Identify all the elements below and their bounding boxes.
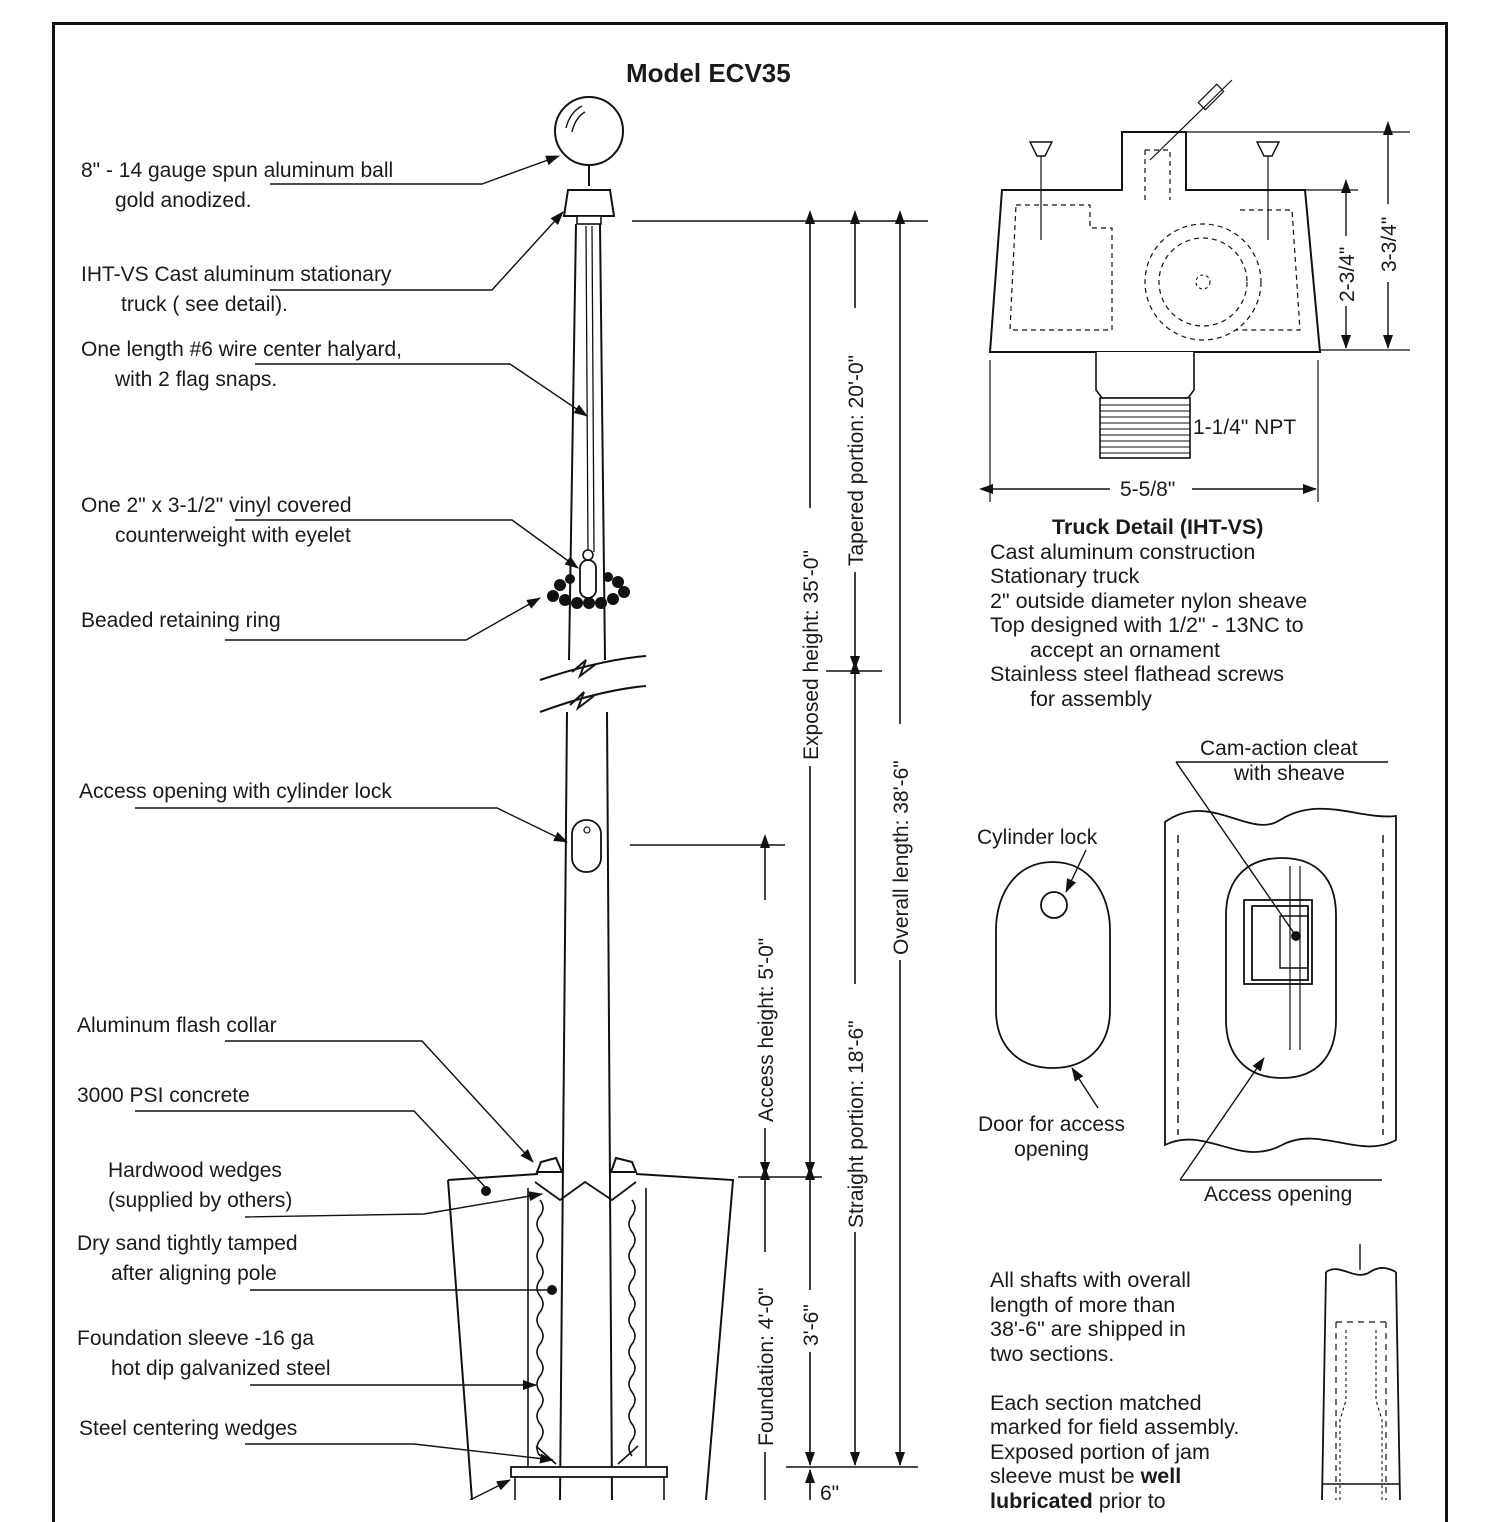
truck-thread-label: 1-1/4" NPT (1193, 416, 1296, 439)
concrete-block (447, 1173, 735, 1500)
door-label: Door for access opening (978, 1112, 1125, 1162)
callout-centering: Steel centering wedges (79, 1417, 298, 1440)
callout-ring: Beaded retaining ring (81, 609, 281, 632)
dim-base-label: 6" (820, 1482, 839, 1500)
callout-halyard-line2: with 2 flag snaps. (115, 368, 278, 391)
shaft-note-bold: well (1140, 1464, 1182, 1488)
cleat-label-line1: Cam-action cleat (1200, 737, 1358, 760)
callout-halyard-line1: One length #6 wire center halyard, (81, 338, 403, 361)
callout-sand: Dry sand tightly tamped after aligning p… (77, 1229, 298, 1289)
truck-detail-line: accept an ornament (1030, 637, 1221, 662)
dim-overall-label: Overall length: 38'-6" (890, 760, 913, 955)
callout-wedges: Hardwood wedges (supplied by others) (108, 1156, 292, 1216)
truck-detail-line: Top designed with 1/2" - 13NC to (990, 613, 1304, 637)
access-opening-label: Access opening (1204, 1183, 1353, 1206)
page-title: Model ECV35 (626, 58, 791, 88)
callout-truck-line2: truck ( see detail). (121, 293, 288, 316)
callout-wedges-line2: (supplied by others) (108, 1189, 293, 1212)
shaft-note-line: All shafts with overall (990, 1268, 1191, 1292)
truck-width-label: 5-5/8" (1120, 478, 1175, 501)
callout-sleeve-line1: Foundation sleeve -16 ga (77, 1327, 314, 1350)
cleat-detail-drawing (1164, 761, 1397, 1181)
cylinder-lock-label: Cylinder lock (977, 826, 1098, 849)
shaft-note-line: 38'-6" are shipped in (990, 1317, 1186, 1341)
callout-sand-line1: Dry sand tightly tamped (77, 1232, 298, 1255)
shaft-note-plain: sleeve must be (990, 1464, 1141, 1488)
door-label-line2: opening (1014, 1138, 1089, 1161)
callout-counterweight-line2: counterweight with eyelet (115, 524, 351, 547)
truck-dim-outer-label: 3-3/4" (1378, 217, 1401, 272)
jam-sleeve-drawing (1321, 1244, 1401, 1500)
drawing-frame (52, 22, 1448, 1522)
truck-detail-text: Truck Detail (IHT-VS) Cast aluminum cons… (990, 515, 1307, 711)
callout-sleeve: Foundation sleeve -16 ga hot dip galvani… (77, 1324, 331, 1384)
pole-left-edge-upper (568, 223, 577, 661)
cleat-label-line2: with sheave (1234, 762, 1345, 785)
truck-detail-line: Stainless steel flathead screws (990, 662, 1284, 686)
callout-truck-line1: IHT-VS Cast aluminum stationary (81, 263, 392, 286)
truck-detail-line: Cast aluminum construction (990, 539, 1256, 564)
shaft-note-line: lubricated prior to (990, 1489, 1239, 1514)
callout-ball-line1: 8" - 14 gauge spun aluminum ball (81, 159, 394, 182)
dim-foundation-label: Foundation: 4'-0" (755, 1287, 778, 1446)
dim-sleeve-depth-label: 3'-6" (800, 1304, 823, 1346)
door-label-line1: Door for access (978, 1113, 1126, 1136)
cleat-label: Cam-action cleat with sheave (1200, 736, 1358, 786)
truck-dim-inner-label: 2-3/4" (1336, 247, 1359, 302)
dim-straight-label: Straight portion: 18'-6" (845, 1020, 868, 1228)
dim-exposed-label: Exposed height: 35'-0" (800, 550, 823, 760)
shaft-note-line: Exposed portion of jam (990, 1439, 1210, 1464)
callout-collar: Aluminum flash collar (77, 1014, 277, 1037)
shaft-note-line: marked for field assembly. (990, 1415, 1240, 1439)
dim-access-height-label: Access height: 5'-0" (755, 938, 778, 1122)
shaft-note-line: two sections. (990, 1341, 1115, 1366)
shaft-note-plain: prior to (1092, 1488, 1166, 1513)
callout-counterweight-line1: One 2" x 3-1/2" vinyl covered (81, 494, 352, 517)
callout-sand-line2: after aligning pole (111, 1262, 277, 1285)
callout-concrete: 3000 PSI concrete (77, 1084, 250, 1107)
shaft-note-line: length of more than (990, 1292, 1176, 1317)
callout-ball: 8" - 14 gauge spun aluminum ball gold an… (81, 156, 393, 216)
truck-on-pole (562, 189, 616, 217)
ball-ornament (554, 96, 624, 166)
callout-wedges-line1: Hardwood wedges (108, 1159, 282, 1182)
shaft-note: All shafts with overall length of more t… (990, 1268, 1239, 1513)
dim-tapered-label: Tapered portion: 20'-0" (845, 355, 868, 566)
shaft-note-line: sleeve must be well (990, 1464, 1239, 1489)
callout-sleeve-line2: hot dip galvanized steel (111, 1357, 331, 1380)
shaft-note-bold: lubricated (990, 1488, 1093, 1513)
truck-detail-drawing (979, 79, 1410, 502)
truck-detail-line: for assembly (1030, 686, 1152, 711)
truck-detail-heading: Truck Detail (IHT-VS) (1052, 515, 1264, 539)
truck-detail-line: 2" outside diameter nylon sheave (990, 588, 1308, 613)
callout-access: Access opening with cylinder lock (79, 780, 392, 803)
callout-counterweight: One 2" x 3-1/2" vinyl covered counterwei… (81, 491, 352, 551)
truck-detail-line: Stationary truck (990, 564, 1140, 588)
callout-halyard: One length #6 wire center halyard, with … (81, 335, 402, 395)
callout-truck: IHT-VS Cast aluminum stationary truck ( … (81, 260, 391, 320)
callout-ball-line2: gold anodized. (115, 189, 252, 212)
shaft-note-line: Each section matched (990, 1390, 1202, 1415)
cylinder-lock-drawing (995, 849, 1111, 1109)
